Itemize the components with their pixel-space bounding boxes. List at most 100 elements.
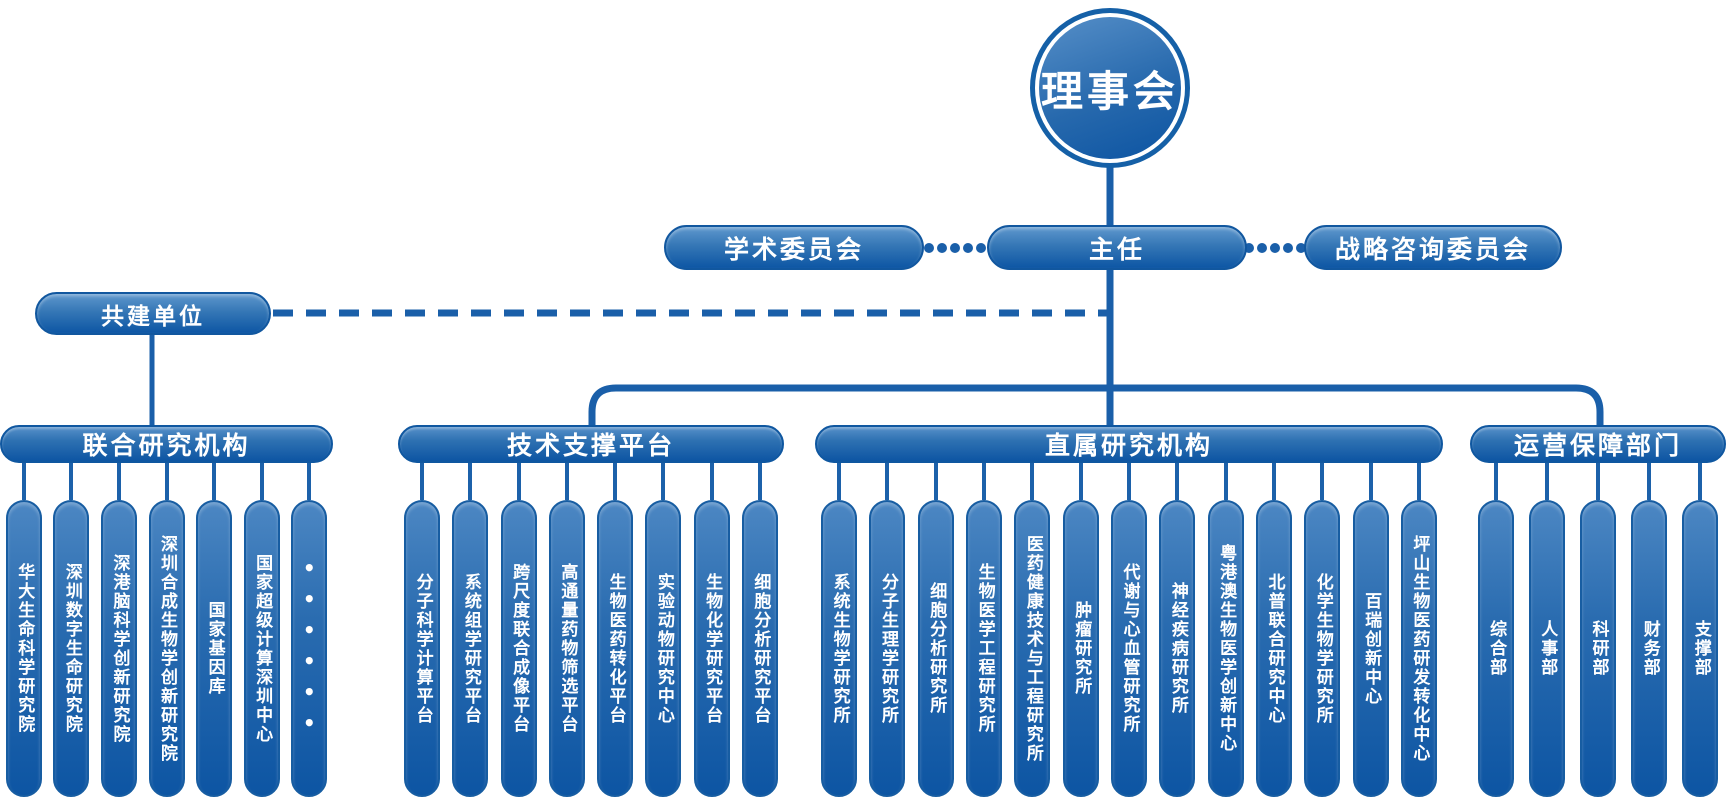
- capsule-label: 细胞分析研究所: [926, 582, 947, 715]
- org-column: 生物医学工程研究所: [960, 463, 1008, 797]
- capsule-connector-line: [564, 463, 569, 500]
- bracket-connector: [588, 384, 1604, 430]
- capsule-label: 生物医药转化平台: [605, 572, 626, 725]
- group-columns-operations: 综合部 人事部 科研部财务部支撑部: [1470, 463, 1726, 797]
- director-node: 主任: [987, 225, 1247, 270]
- group-joint-research: 联合研究机构 华大生命科学研究院深圳数字生命研究院深港脑科学创新研究院深圳合成生…: [0, 425, 333, 797]
- org-column: 华大生命科学研究院: [0, 463, 48, 797]
- org-capsule: 细胞分析研究所: [917, 500, 954, 797]
- capsule-label: 系统组学研究平台: [460, 572, 481, 725]
- capsule-connector-line: [837, 463, 842, 500]
- org-column: 支撑部: [1675, 463, 1726, 797]
- org-column: 坪山生物医药研发转化中心: [1395, 463, 1443, 797]
- capsule-connector-line: [1596, 463, 1600, 500]
- org-column: 科研部: [1572, 463, 1623, 797]
- capsule-label: 分子科学计算平台: [412, 572, 433, 725]
- org-column: 人事部: [1521, 463, 1572, 797]
- org-capsule: 跨尺度联合成像平台: [500, 500, 537, 797]
- capsule-connector-line: [420, 463, 425, 500]
- org-capsule: 粤港澳生物医学创新中心: [1207, 500, 1244, 797]
- org-capsule: 实验动物研究中心: [645, 500, 682, 797]
- capsule-label: 坪山生物医药研发转化中心: [1409, 534, 1430, 763]
- org-column: 细胞分析研究所: [912, 463, 960, 797]
- org-column: 跨尺度联合成像平台: [495, 463, 543, 797]
- org-column: 财务部: [1624, 463, 1675, 797]
- org-capsule: 分子生理学研究所: [869, 500, 906, 797]
- capsule-connector-line: [1698, 463, 1703, 500]
- capsule-connector-line: [1544, 463, 1549, 500]
- capsule-label: 细胞分析研究平台: [750, 572, 771, 725]
- group-header-operations: 运营保障部门: [1470, 425, 1726, 463]
- org-capsule: 代谢与心血管研究所: [1111, 500, 1148, 797]
- academic-committee-node: 学术委员会: [664, 225, 924, 270]
- org-column: 国家基因库: [190, 463, 238, 797]
- org-capsule: 支撑部: [1682, 500, 1719, 797]
- capsule-label: 医药健康技术与工程研究所: [1022, 534, 1043, 763]
- capsule-label: 国家超级计算深圳中心: [252, 553, 273, 744]
- capsule-label: 百瑞创新中心: [1361, 591, 1382, 706]
- org-capsule: 生物医学工程研究所: [966, 500, 1003, 797]
- org-capsule: 科研部: [1580, 500, 1616, 797]
- org-capsule: 人事部: [1528, 500, 1565, 797]
- capsule-connector-line: [516, 463, 521, 500]
- capsule-connector-line: [212, 463, 217, 500]
- board-label: 理事会: [1040, 66, 1179, 116]
- org-capsule: 深圳数字生命研究院: [53, 500, 90, 797]
- org-capsule: 综合部: [1477, 500, 1514, 797]
- strategic-committee-node: 战略咨询委员会: [1304, 225, 1562, 270]
- org-capsule: 神经疾病研究所: [1159, 500, 1196, 797]
- capsule-connector-line: [1647, 463, 1652, 500]
- capsule-label: 人事部: [1537, 620, 1558, 677]
- capsule-connector-line: [1223, 463, 1228, 500]
- org-column: 生物医药转化平台: [591, 463, 639, 797]
- org-capsule: 细胞分析研究平台: [741, 500, 778, 797]
- capsule-connector-line: [1127, 463, 1132, 500]
- capsule-label: 生物医学工程研究所: [974, 563, 995, 734]
- org-column: 深港脑科学创新研究院: [95, 463, 143, 797]
- capsule-connector-line: [1030, 463, 1035, 500]
- org-column: 细胞分析研究平台: [736, 463, 784, 797]
- capsule-connector-line: [933, 463, 938, 500]
- org-column: 神经疾病研究所: [1153, 463, 1201, 797]
- capsule-connector-line: [1320, 463, 1325, 500]
- group-columns-tech-platform: 分子科学计算平台系统组学研究平台跨尺度联合成像平台高通量药物筛选平台生物医药转化…: [398, 463, 784, 797]
- group-direct-research: 直属研究机构 系统生物学研究所分子生理学研究所细胞分析研究所生物医学工程研究所医…: [815, 425, 1443, 797]
- capsule-connector-line: [661, 463, 666, 500]
- board-node-face: 理事会: [1039, 17, 1181, 159]
- org-column: 国家超级计算深圳中心: [238, 463, 286, 797]
- capsule-connector-line: [21, 463, 26, 500]
- org-column: 北普联合研究中心: [1250, 463, 1298, 797]
- capsule-label: 生物化学研究平台: [702, 572, 723, 725]
- group-columns-joint-research: 华大生命科学研究院深圳数字生命研究院深港脑科学创新研究院深圳合成生物学创新研究院…: [0, 463, 333, 797]
- capsule-label: 神经疾病研究所: [1167, 582, 1188, 715]
- org-column: 实验动物研究中心: [639, 463, 687, 797]
- capsule-label: 分子生理学研究所: [877, 572, 898, 725]
- capsule-connector-line: [164, 463, 169, 500]
- org-column: 分子科学计算平台: [398, 463, 446, 797]
- capsule-connector-line: [885, 463, 890, 500]
- capsule-label: 跨尺度联合成像平台: [509, 563, 530, 734]
- cobuild-units-node: 共建单位: [35, 292, 271, 335]
- capsule-connector-line: [1368, 463, 1373, 500]
- org-capsule: 百瑞创新中心: [1352, 500, 1389, 797]
- org-column: 化学生物学研究所: [1298, 463, 1346, 797]
- capsule-label: 深圳合成生物学创新研究院: [157, 534, 178, 763]
- org-capsule: 坪山生物医药研发转化中心: [1400, 500, 1437, 797]
- capsule-connector-line: [982, 463, 987, 500]
- org-capsule: 北普联合研究中心: [1255, 500, 1292, 797]
- capsule-label: 肿瘤研究所: [1071, 601, 1092, 696]
- capsule-label: 化学生物学研究所: [1312, 572, 1333, 725]
- capsule-label: 科研部: [1588, 620, 1609, 677]
- capsule-connector-line: [259, 463, 264, 500]
- group-operations: 运营保障部门 综合部 人事部 科研部财务部支撑部: [1470, 425, 1726, 797]
- org-capsule: ••••••: [291, 500, 328, 797]
- dotted-link-left: [924, 243, 986, 253]
- capsule-connector-line: [468, 463, 473, 500]
- capsule-connector-line: [1175, 463, 1180, 500]
- group-columns-direct-research: 系统生物学研究所分子生理学研究所 细胞分析研究所 生物医学工程研究所 医药健康技术与工…: [815, 463, 1443, 797]
- org-column: 系统生物学研究所: [815, 463, 863, 797]
- capsule-connector-line: [709, 463, 714, 500]
- org-column: 生物化学研究平台: [688, 463, 736, 797]
- org-column: 百瑞创新中心: [1346, 463, 1394, 797]
